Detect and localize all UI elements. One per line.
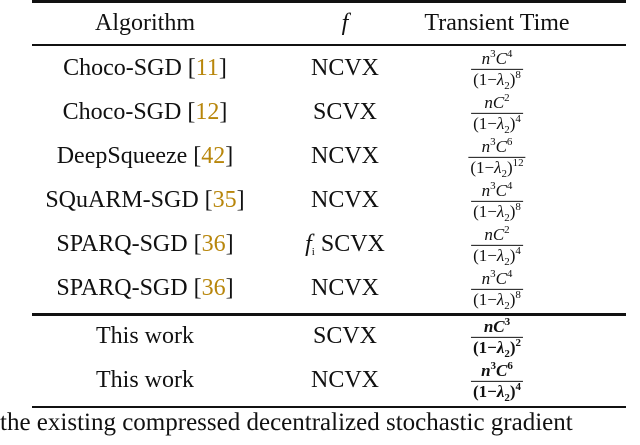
fraction-bar — [471, 112, 523, 115]
footer-text: the existing compressed decentralized st… — [0, 409, 573, 436]
f-cell: SCVX — [312, 323, 378, 349]
top-rule — [32, 0, 626, 3]
fraction-bar — [468, 156, 526, 159]
denominator: (1−λ2)4 — [472, 381, 522, 405]
f-cell: NCVX — [310, 55, 380, 81]
header-transient-time: Transient Time — [424, 10, 570, 36]
citation-link[interactable]: 36 — [201, 231, 226, 257]
citation-link[interactable]: 36 — [201, 275, 226, 301]
denominator: (1−λ2)8 — [473, 201, 521, 225]
numerator: nC2 — [484, 91, 510, 112]
numerator: n3C6 — [481, 135, 513, 156]
header-f: f — [341, 10, 349, 36]
f-cell: NCVX — [310, 187, 380, 213]
algorithm-cell: SQuARM-SGD [35] — [45, 187, 245, 213]
fraction-bar — [471, 68, 523, 71]
numerator: n3C4 — [481, 179, 513, 200]
f-cell: NCVX — [310, 143, 380, 169]
citation-link[interactable]: 42 — [201, 143, 226, 169]
citation-link[interactable]: 11 — [195, 55, 219, 81]
transient-time-fraction: n3C6(1−λ2)4 — [470, 359, 524, 405]
transient-time-fraction: n3C6(1−λ2)12 — [468, 135, 526, 181]
f-cell: SCVX — [312, 99, 378, 125]
transient-time-fraction: n3C4(1−λ2)8 — [471, 179, 523, 225]
transient-time-fraction: nC3(1−λ2)2 — [470, 315, 524, 361]
fraction-bar — [470, 380, 524, 383]
algorithm-cell: DeepSqueeze [42] — [56, 143, 234, 169]
denominator: (1−λ2)2 — [472, 337, 522, 361]
transient-time-fraction: nC2(1−λ2)4 — [471, 223, 523, 269]
citation-link[interactable]: 35 — [212, 187, 237, 213]
f-cell: fi SCVX — [305, 231, 385, 258]
fraction-bar — [470, 336, 524, 339]
algorithm-cell: SPARQ-SGD [36] — [56, 275, 234, 301]
numerator: nC2 — [484, 223, 510, 244]
numerator: n3C4 — [481, 267, 513, 288]
header-algorithm: Algorithm — [95, 10, 195, 36]
transient-time-fraction: nC2(1−λ2)4 — [471, 91, 523, 137]
f-cell: NCVX — [310, 367, 380, 393]
header-rule — [32, 44, 626, 46]
numerator: n3C6 — [481, 359, 513, 380]
algorithm-cell: This work — [96, 323, 194, 349]
algorithm-cell: SPARQ-SGD [36] — [56, 231, 234, 257]
fraction-bar — [471, 288, 523, 291]
f-cell: NCVX — [310, 275, 380, 301]
bottom-rule — [32, 406, 626, 408]
fraction-bar — [471, 244, 523, 247]
denominator: (1−λ2)4 — [473, 245, 521, 269]
transient-time-fraction: n3C4(1−λ2)8 — [471, 47, 523, 93]
numerator: n3C4 — [481, 47, 513, 68]
numerator: nC3 — [483, 315, 511, 336]
algorithm-cell: This work — [96, 367, 194, 393]
denominator: (1−λ2)8 — [473, 289, 521, 313]
denominator: (1−λ2)12 — [470, 157, 524, 181]
algorithm-cell: Choco-SGD [12] — [62, 99, 228, 125]
denominator: (1−λ2)8 — [473, 69, 521, 93]
citation-link[interactable]: 12 — [195, 99, 220, 125]
transient-time-fraction: n3C4(1−λ2)8 — [471, 267, 523, 313]
fraction-bar — [471, 200, 523, 203]
algorithm-cell: Choco-SGD [11] — [63, 55, 227, 81]
mid-rule — [32, 313, 626, 316]
denominator: (1−λ2)4 — [473, 113, 521, 137]
